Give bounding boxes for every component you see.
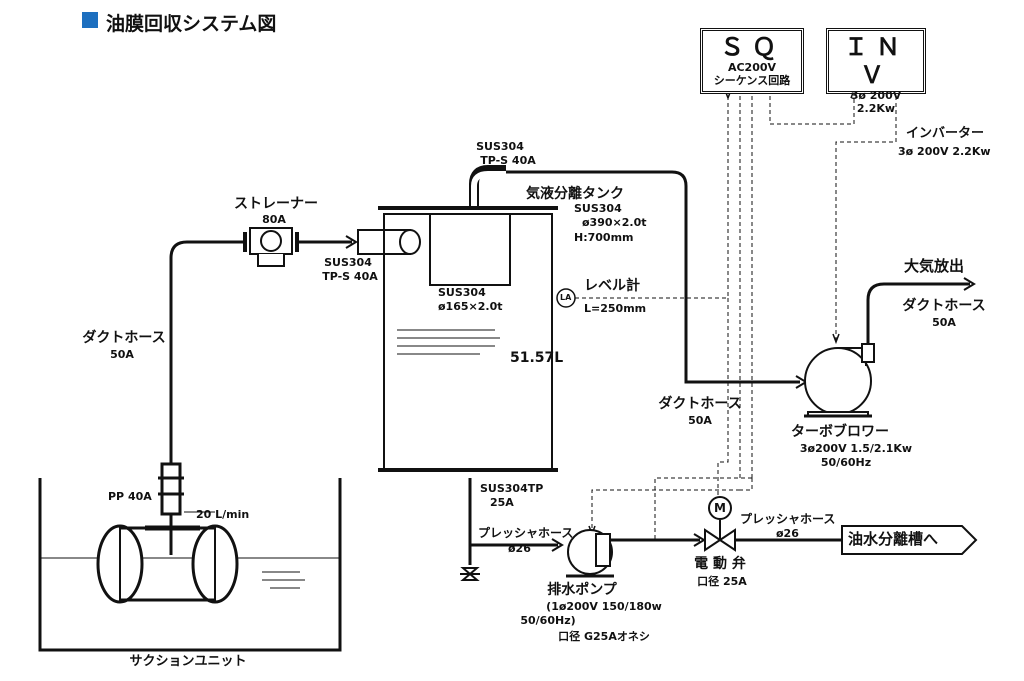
pressure-hose-right-name: プレッシャホース [740,512,836,526]
duct-hose-left-line [169,240,245,464]
exhaust-label: 大気放出 [904,257,965,275]
inner-pipe-size: ø165×2.0t [438,300,503,313]
turbo-blower-name: ターボブロワー [791,424,889,440]
strainer-size: 80A [262,213,286,226]
bottom-pipe-size: 25A [490,496,514,509]
pressure-hose-right-size: ø26 [776,527,799,540]
exhaust-hose [866,282,970,344]
separator-tank-height: H:700mm [574,231,634,244]
gas-line [506,170,800,384]
strainer-name: ストレーナー [234,196,318,212]
suction-unit [96,524,239,604]
drain-pump-frequency: 50/60Hz) [520,614,576,627]
suction-unit-name: サクションユニット [129,654,247,669]
bottom-pipe-material: SUS304TP [480,482,544,495]
motorized-valve-size: 口径 25A [697,575,747,588]
inner-pipe [429,214,511,286]
inv-title: ＩＮＶ [844,33,908,89]
drain-pump-name: 排水ポンプ [547,582,617,598]
sq-title: ＳＱ [720,33,784,61]
inlet-pipe-size: TP-S 40A [322,270,378,283]
inlet-pipe-material: SUS304 [324,256,372,269]
duct-hose-mid-name: ダクトホース [658,396,742,412]
level-gauge-name: レベル計 [584,278,640,294]
drain-valve [460,567,480,581]
sq-circuit: シーケンス回路 [713,74,791,87]
inner-pipe-material: SUS304 [438,286,486,299]
level-gauge-symbol: LA [560,293,572,302]
title-marker [82,12,98,28]
inverter-spec: 3ø 200V 2.2Kw [898,145,991,158]
duct-hose-right-name: ダクトホース [902,298,986,314]
suction-flow-label: 20 L/min [196,508,250,521]
suction-pipe [158,462,184,555]
inverter-name: インバーター [906,126,985,141]
strainer [243,227,299,267]
inv-control-box: ＩＮＶ 3ø 200V 2.2Kw [826,28,926,115]
inv-power: 2.2Kw [856,102,896,115]
sq-voltage: AC200V [727,61,777,74]
liquid-level [397,329,500,355]
sq-control-box: ＳＱ AC200V シーケンス回路 [700,28,804,94]
motorized-valve-name: 電 動 弁 [694,556,746,572]
duct-hose-right-size: 50A [932,316,956,329]
tank-volume: 51.57L [510,350,564,366]
suction-pipe-label: PP 40A [108,490,152,503]
turbo-blower-spec: 3ø200V 1.5/2.1Kw [799,442,913,455]
duct-hose-left-name: ダクトホース [82,330,166,346]
duct-hose-left-size: 50A [110,348,134,361]
destination-arrow-box [841,525,978,555]
valve-motor-symbol: M [714,501,726,515]
separator-tank [378,206,558,472]
inlet-nozzle [357,229,421,255]
separator-tank-size: ø390×2.0t [582,216,647,229]
inv-voltage: 3ø 200V [850,89,902,102]
separator-tank-name: 気液分離タンク [526,186,624,202]
water-ripples [262,571,305,589]
turbo-blower [804,343,875,418]
pressure-hose-left-name: プレッシャホース [478,526,574,540]
drain-pump-port: 口径 G25Aオネシ [558,630,650,643]
top-pipe-size: TP-S 40A [480,154,536,167]
drain-pump [566,529,614,578]
pressure-hose-left-size: ø26 [508,542,531,555]
level-gauge-length: L=250mm [584,302,647,315]
top-pipe-material: SUS304 [476,140,524,153]
separator-tank-material: SUS304 [574,202,622,215]
turbo-blower-frequency: 50/60Hz [820,456,872,469]
diagram-title: 油膜回収システム図 [106,13,277,35]
suction-basin [38,478,342,652]
destination-label: 油水分離槽へ [848,530,939,548]
duct-hose-mid-size: 50A [688,414,712,427]
motorized-valve [704,496,736,552]
drain-pump-spec: (1ø200V 150/180w [546,600,662,613]
